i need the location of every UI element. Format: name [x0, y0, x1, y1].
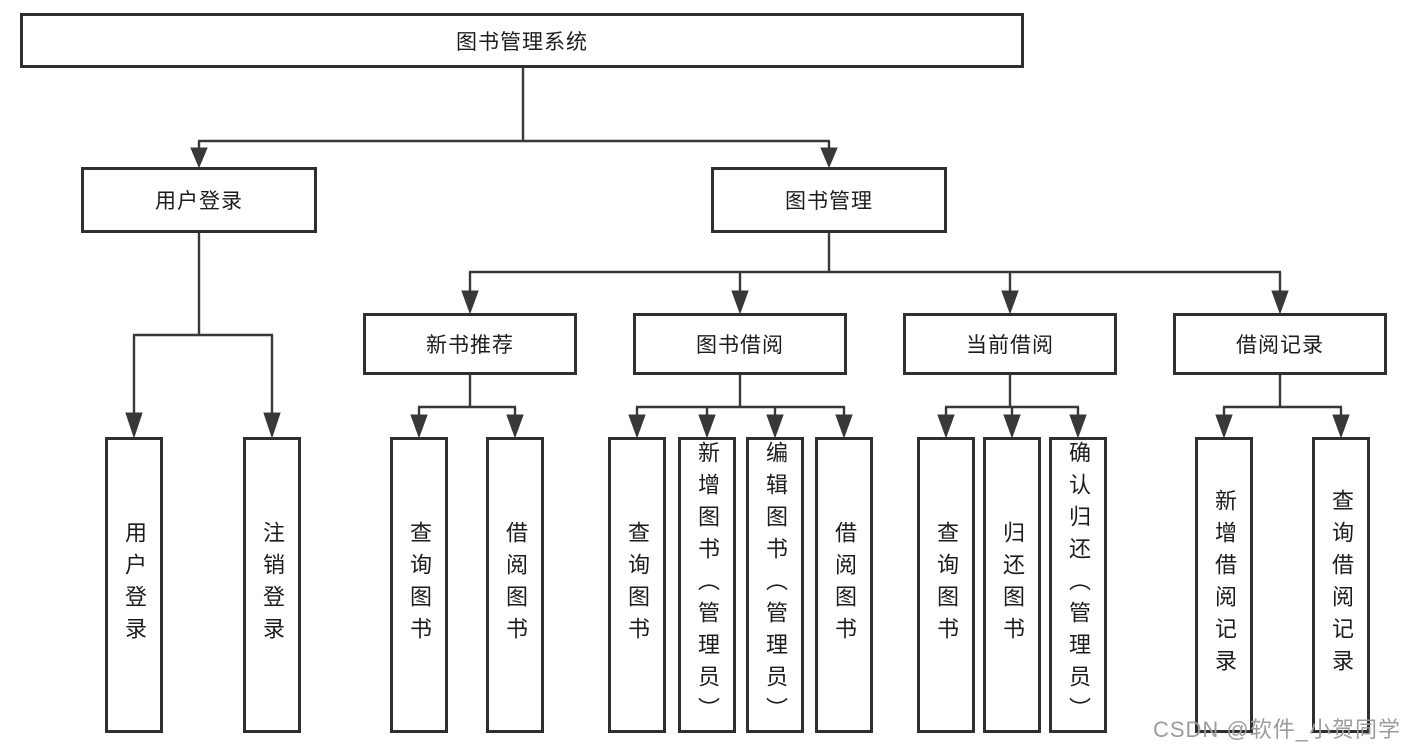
- node-book-management-label: 图书管理: [785, 190, 873, 213]
- leaf-cb-query-books-label: 查询图书: [934, 521, 959, 649]
- watermark: CSDN @软件_小贺同学: [1152, 717, 1401, 742]
- leaf-nbr-query-books: 查询图书: [390, 437, 448, 733]
- leaf-nbr-borrow-books: 借阅图书: [486, 437, 544, 733]
- leaf-cb-return-books: 归还图书: [983, 437, 1041, 733]
- leaf-bb-add-books-admin-label: 新增图书（管理员）: [695, 441, 720, 729]
- node-new-book-recommend-label: 新书推荐: [426, 334, 514, 357]
- node-borrowing-records-label: 借阅记录: [1236, 334, 1324, 357]
- leaf-bb-query-books-label: 查询图书: [625, 521, 650, 649]
- leaf-user-login: 用户登录: [105, 437, 163, 733]
- node-book-management: 图书管理: [711, 167, 947, 233]
- node-new-book-recommend: 新书推荐: [363, 313, 577, 375]
- leaf-logout: 注销登录: [243, 437, 301, 733]
- node-book-borrowing-label: 图书借阅: [696, 334, 784, 357]
- leaf-cb-return-books-label: 归还图书: [1000, 521, 1025, 649]
- leaf-logout-label: 注销登录: [260, 521, 285, 649]
- node-current-borrowing-label: 当前借阅: [966, 334, 1054, 357]
- node-current-borrowing: 当前借阅: [903, 313, 1117, 375]
- leaf-nbr-borrow-books-label: 借阅图书: [503, 521, 528, 649]
- leaf-bb-edit-books-admin-label: 编辑图书（管理员）: [763, 441, 788, 729]
- node-user-login: 用户登录: [81, 167, 317, 233]
- leaf-nbr-query-books-label: 查询图书: [407, 521, 432, 649]
- leaf-cb-confirm-return-admin-label: 确认归还（管理员）: [1066, 441, 1091, 729]
- node-borrowing-records: 借阅记录: [1173, 313, 1387, 375]
- leaf-bb-borrow-books-label: 借阅图书: [832, 521, 857, 649]
- node-user-login-label: 用户登录: [155, 190, 243, 213]
- leaf-cb-query-books: 查询图书: [917, 437, 975, 733]
- leaf-bb-borrow-books: 借阅图书: [815, 437, 873, 733]
- leaf-br-query-record-label: 查询借阅记录: [1329, 489, 1354, 681]
- leaf-cb-confirm-return-admin: 确认归还（管理员）: [1049, 437, 1107, 733]
- node-book-borrowing: 图书借阅: [633, 313, 847, 375]
- leaf-bb-add-books-admin: 新增图书（管理员）: [678, 437, 736, 733]
- node-library-system: 图书管理系统: [20, 13, 1024, 68]
- leaf-br-query-record: 查询借阅记录: [1312, 437, 1370, 733]
- leaf-br-add-record: 新增借阅记录: [1195, 437, 1253, 733]
- leaf-br-add-record-label: 新增借阅记录: [1212, 489, 1237, 681]
- leaf-bb-edit-books-admin: 编辑图书（管理员）: [746, 437, 804, 733]
- leaf-user-login-label: 用户登录: [122, 521, 147, 649]
- node-library-system-label: 图书管理系统: [456, 30, 588, 54]
- leaf-bb-query-books: 查询图书: [608, 437, 666, 733]
